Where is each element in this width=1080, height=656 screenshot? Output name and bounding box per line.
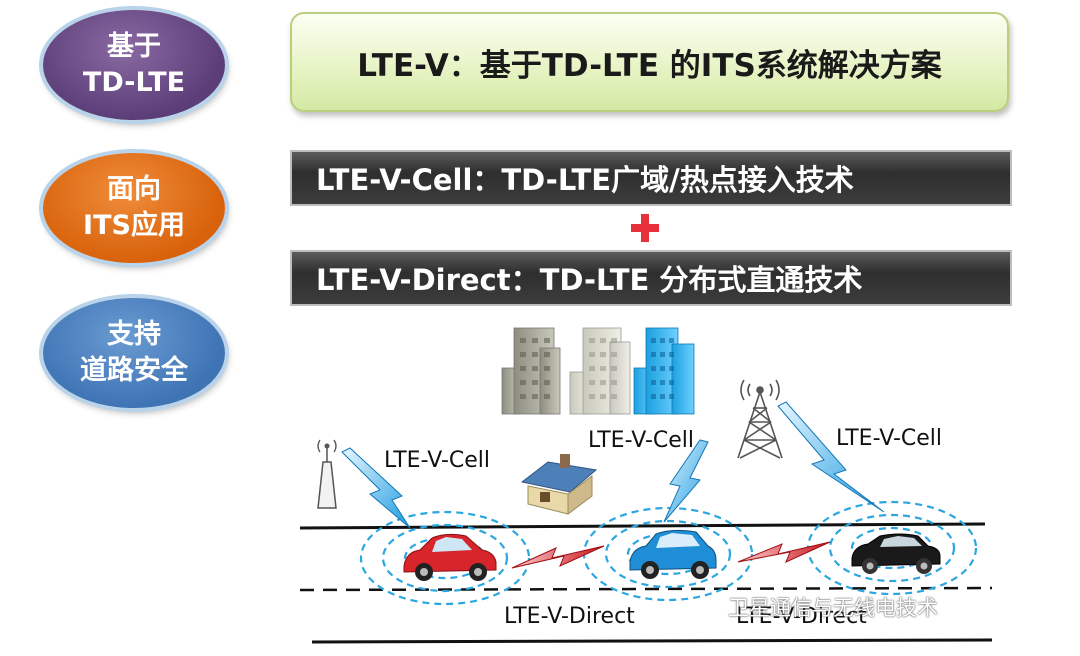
label-cell-left: LTE-V-Cell [384,448,491,473]
oval-road-safety: 支持 道路安全 [43,298,225,408]
oval-based-on-tdlte: 基于 TD-LTE [43,10,225,120]
oval-line1: 面向 [107,174,161,205]
label-direct-right: LTE-V-Direct [736,604,867,629]
oval-line1: 支持 [107,319,161,350]
roadside-unit-icon [317,439,337,509]
label-direct-left: LTE-V-Direct [504,604,635,629]
blue-car-icon [629,529,717,579]
oval-line2: 道路安全 [80,355,188,386]
red-car-icon [403,533,497,581]
cell-link-bolts [341,401,885,529]
oval-line2: TD-LTE [82,67,186,98]
direct-tech-bar: LTE-V-Direct：TD-LTE 分布式直通技术 [290,250,1012,306]
buildings-icon [501,327,695,415]
oval-line2: ITS应用 [83,210,185,241]
oval-for-its-apps: 面向 ITS应用 [43,153,225,263]
plus-icon [631,214,659,242]
black-car-icon [851,533,941,574]
cell-tech-bar: LTE-V-Cell：TD-LTE广域/热点接入技术 [290,150,1012,206]
cell-tower-icon [737,379,783,459]
house-icon [520,454,598,515]
oval-line1: 基于 [107,31,161,62]
watermark: 卫星通信与无线电技术 [728,596,938,620]
direct-link-bolts [511,541,831,569]
label-cell-middle: LTE-V-Cell [588,428,695,453]
solution-title: LTE-V：基于TD-LTE 的ITS系统解决方案 [290,12,1009,112]
label-cell-right: LTE-V-Cell [836,426,943,451]
